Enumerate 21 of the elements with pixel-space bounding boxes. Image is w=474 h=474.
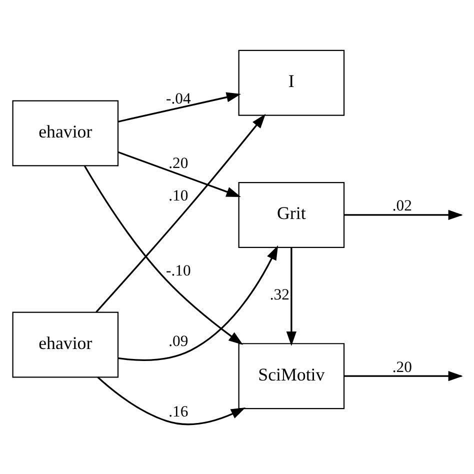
- node-box: Grit: [238, 181, 345, 248]
- edge-label: .02: [392, 197, 412, 214]
- edge-label: .20: [392, 358, 412, 376]
- arrow: [97, 376, 246, 425]
- node-box: SciMotiv: [238, 342, 345, 409]
- edge-label: .09: [168, 332, 188, 350]
- edge-label: .32: [270, 286, 290, 304]
- arrow: [118, 244, 278, 360]
- arrow: [118, 92, 242, 122]
- edge-label: .20: [168, 154, 188, 172]
- arrow: [84, 165, 244, 344]
- node-box: I: [238, 49, 345, 116]
- edge-label: -.10: [166, 262, 191, 280]
- node-box: ehavior: [12, 311, 119, 378]
- arrow: [96, 113, 266, 312]
- arrow: [118, 150, 241, 196]
- arrow: [286, 247, 297, 346]
- edge-label: .16: [168, 403, 188, 420]
- node-box: ehavior: [12, 100, 119, 166]
- edge-label: .10: [168, 187, 188, 204]
- edge-label: -.04: [166, 90, 191, 107]
